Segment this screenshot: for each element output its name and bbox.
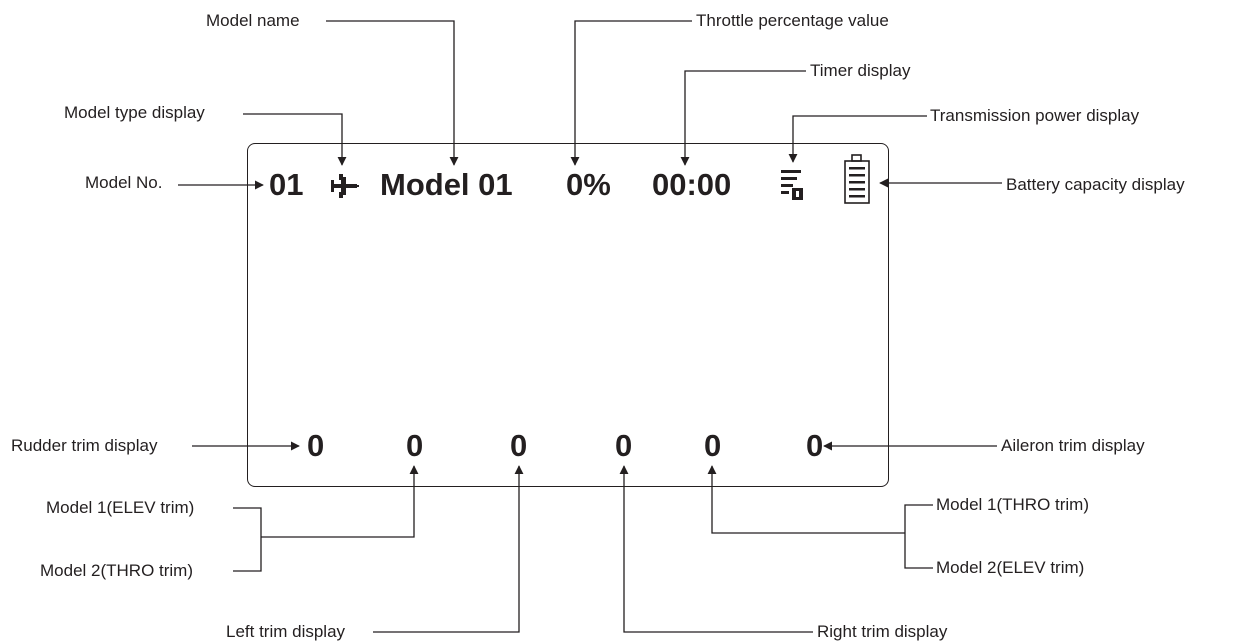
label-battery: Battery capacity display xyxy=(1006,175,1185,194)
model-name: Model 01 xyxy=(380,167,513,202)
label-model-type: Model type display xyxy=(64,103,205,122)
label-right-trim: Right trim display xyxy=(817,622,948,641)
leader-trim-2 xyxy=(233,507,262,572)
leader-trim-2b xyxy=(261,465,419,538)
leader-timer xyxy=(680,70,806,166)
trim-value-aileron: 0 xyxy=(806,428,824,463)
leader-right-trim xyxy=(619,465,813,633)
trim-value-rudder: 0 xyxy=(307,428,325,463)
label-aileron-trim: Aileron trim display xyxy=(1001,436,1145,455)
trim-value-thro-elev: 0 xyxy=(704,428,722,463)
label-model-name: Model name xyxy=(206,11,300,30)
trim-value-right: 0 xyxy=(615,428,633,463)
airplane-icon xyxy=(331,174,359,198)
model-number: 01 xyxy=(269,167,304,202)
timer-value: 00:00 xyxy=(652,167,732,202)
leader-trim-5 xyxy=(904,504,933,569)
label-model1-elev-trim: Model 1(ELEV trim) xyxy=(46,498,195,517)
label-left-trim: Left trim display xyxy=(226,622,346,641)
trim-value-left: 0 xyxy=(510,428,528,463)
label-timer: Timer display xyxy=(810,61,911,80)
label-throttle: Throttle percentage value xyxy=(696,11,889,30)
transmission-power-icon xyxy=(781,170,803,200)
leader-throttle xyxy=(570,20,692,166)
leader-tx-power xyxy=(788,115,927,163)
label-model2-thro-trim: Model 2(THRO trim) xyxy=(40,561,194,580)
battery-icon xyxy=(844,154,870,204)
leader-left-trim xyxy=(373,465,524,633)
trim-value-elev-thro: 0 xyxy=(406,428,424,463)
leader-trim-5b xyxy=(707,465,905,534)
throttle-value: 0% xyxy=(566,167,611,202)
label-tx-power: Transmission power display xyxy=(930,106,1140,125)
lcd-screen xyxy=(247,143,889,487)
label-model1-thro-trim: Model 1(THRO trim) xyxy=(936,495,1090,514)
label-rudder-trim: Rudder trim display xyxy=(11,436,158,455)
label-model-no: Model No. xyxy=(85,173,163,192)
leader-model-type xyxy=(243,113,347,166)
leader-model-name xyxy=(326,20,459,166)
label-model2-elev-trim: Model 2(ELEV trim) xyxy=(936,558,1085,577)
